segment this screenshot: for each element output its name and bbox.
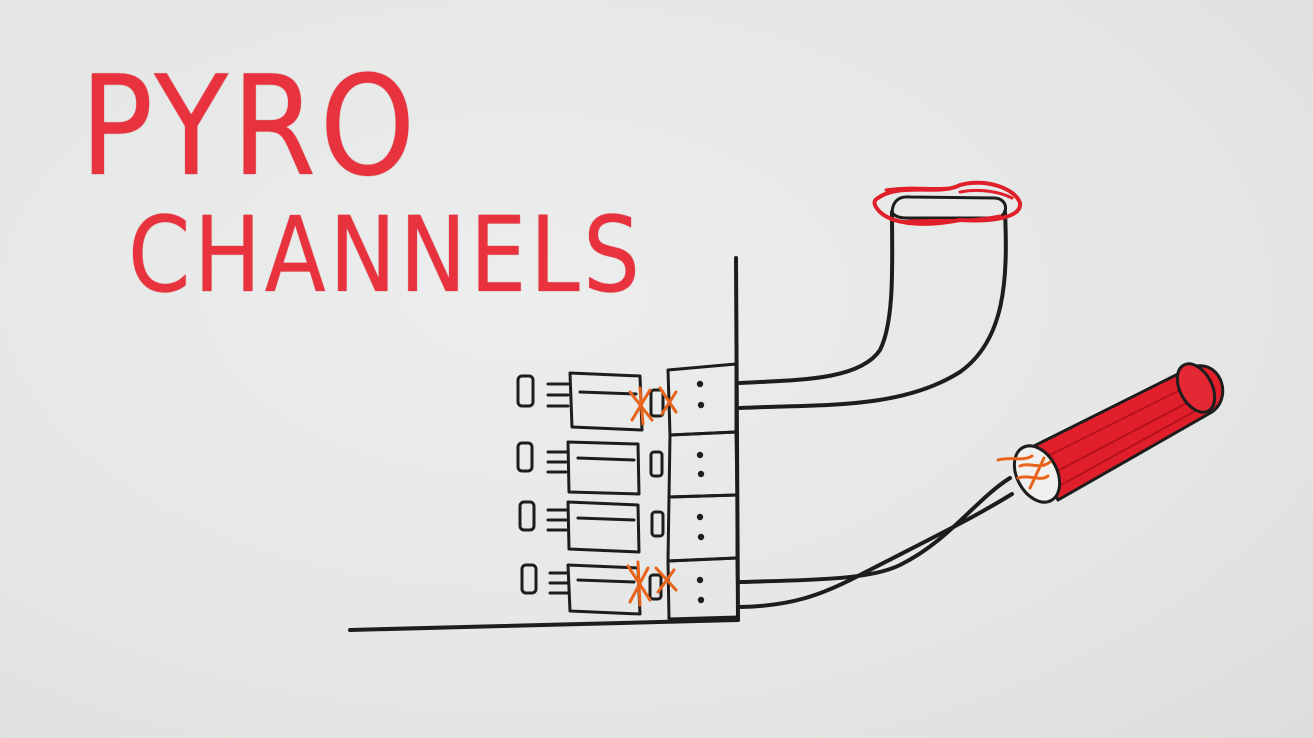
- pyro-charge: [996, 362, 1225, 504]
- title-pyro: PYRO: [80, 46, 419, 207]
- mosfet-2: [516, 440, 664, 496]
- mosfet-1: [516, 371, 665, 432]
- wire-igniter-1: [738, 210, 895, 385]
- wire-charge-1: [738, 476, 1012, 584]
- wire-charge-2: [738, 492, 1014, 609]
- terminal-block-stack: [666, 362, 740, 621]
- title-channels: CHANNELS: [128, 194, 644, 316]
- baseline: [348, 618, 740, 632]
- mosfet-3: [518, 500, 665, 554]
- orange-solder-marks: [626, 386, 678, 607]
- igniter-bridge: [872, 180, 1022, 226]
- wire-igniter-2: [738, 210, 1008, 410]
